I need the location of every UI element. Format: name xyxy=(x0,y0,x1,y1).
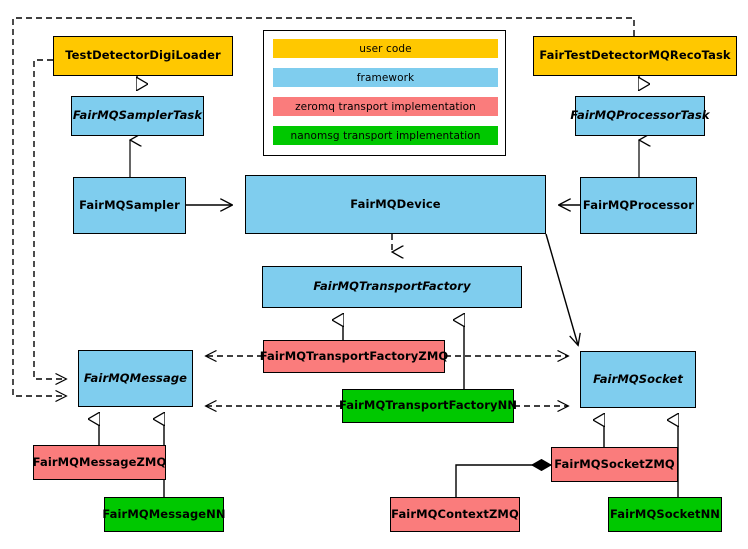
legend-label-framework: framework xyxy=(356,71,415,84)
edge-contextzmq-to-socketzmq xyxy=(455,465,551,497)
class-box-label: FairTestDetectorMQRecoTask xyxy=(539,48,731,63)
class-box-label: FairMQMessageNN xyxy=(102,506,226,521)
class-box-label: FairMQSocketNN xyxy=(609,506,721,521)
class-box-label: FairMQTransportFactory xyxy=(313,279,471,294)
class-box-label: FairMQMessage xyxy=(83,370,188,385)
class-box-label: FairMQTransportFactoryNN xyxy=(338,398,518,413)
class-box-FairTestDetectorMQRecoTask[interactable]: FairTestDetectorMQRecoTask xyxy=(533,36,737,76)
class-box-FairMQProcessor[interactable]: FairMQProcessor xyxy=(580,177,697,234)
class-box-FairMQSamplerTask[interactable]: FairMQSamplerTask xyxy=(71,96,204,136)
class-box-FairMQMessage[interactable]: FairMQMessage xyxy=(78,350,193,407)
class-box-FairMQContextZMQ[interactable]: FairMQContextZMQ xyxy=(390,497,520,532)
legend-label-nanomsg: nanomsg transport implementation xyxy=(290,129,481,142)
class-box-FairMQTransportFactory[interactable]: FairMQTransportFactory xyxy=(262,266,522,308)
class-box-label: FairMQContextZMQ xyxy=(391,506,519,521)
edge-device-to-socket xyxy=(545,233,578,345)
class-box-TestDetectorDigiLoader[interactable]: TestDetectorDigiLoader xyxy=(53,36,233,76)
edge-digiloader-to-message xyxy=(33,59,66,379)
legend-item-user-code: user code xyxy=(273,39,498,58)
class-box-FairMQDevice[interactable]: FairMQDevice xyxy=(245,175,546,234)
class-box-label: FairMQSampler xyxy=(79,197,180,212)
class-box-label: FairMQSocket xyxy=(593,371,683,386)
class-box-label: FairMQSamplerTask xyxy=(72,108,203,123)
legend-item-nanomsg: nanomsg transport implementation xyxy=(273,126,498,145)
class-box-FairMQSampler[interactable]: FairMQSampler xyxy=(73,177,186,234)
class-box-FairMQSocket[interactable]: FairMQSocket xyxy=(580,351,696,408)
class-box-FairMQProcessorTask[interactable]: FairMQProcessorTask xyxy=(570,96,710,136)
class-box-FairMQTransportFactoryZMQ[interactable]: FairMQTransportFactoryZMQ xyxy=(260,340,448,373)
class-box-label: FairMQSocketZMQ xyxy=(554,456,675,471)
legend-panel: user code framework zeromq transport imp… xyxy=(263,30,506,156)
class-box-FairMQSocketZMQ[interactable]: FairMQSocketZMQ xyxy=(551,447,678,482)
legend-item-zeromq: zeromq transport implementation xyxy=(273,97,498,116)
class-box-label: FairMQMessageZMQ xyxy=(32,454,167,469)
legend-item-framework: framework xyxy=(273,68,498,87)
class-box-label: FairMQProcessorTask xyxy=(570,108,710,123)
class-box-label: FairMQDevice xyxy=(350,196,441,211)
legend-label-zeromq: zeromq transport implementation xyxy=(295,100,476,113)
class-box-label: FairMQTransportFactoryZMQ xyxy=(259,348,449,363)
class-box-label: TestDetectorDigiLoader xyxy=(65,48,221,63)
class-box-FairMQMessageZMQ[interactable]: FairMQMessageZMQ xyxy=(33,445,166,480)
class-box-FairMQMessageNN[interactable]: FairMQMessageNN xyxy=(102,497,226,532)
class-box-label: FairMQProcessor xyxy=(582,197,695,212)
class-box-FairMQSocketNN[interactable]: FairMQSocketNN xyxy=(608,497,722,532)
legend-label-user-code: user code xyxy=(359,42,412,55)
class-box-FairMQTransportFactoryNN[interactable]: FairMQTransportFactoryNN xyxy=(338,389,518,423)
